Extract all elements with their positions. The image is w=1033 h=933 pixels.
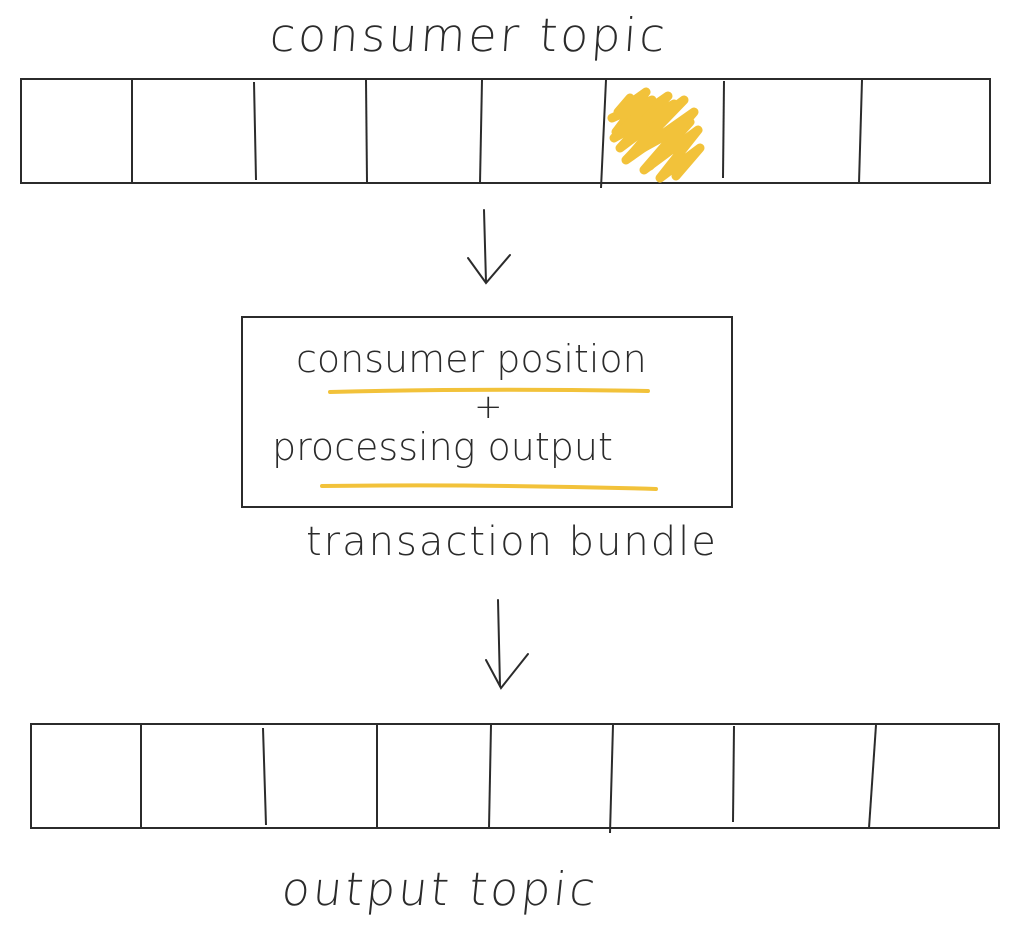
transaction-bundle-box bbox=[241, 316, 733, 508]
down-arrow-icon bbox=[467, 209, 511, 285]
processing-output-underline bbox=[320, 483, 658, 491]
consumer-divider bbox=[600, 79, 607, 189]
consumer-divider bbox=[479, 79, 483, 184]
consumer-position-underline bbox=[328, 387, 650, 394]
transaction-bundle-label: transaction bundle bbox=[306, 519, 718, 565]
processing-output-text: processing output bbox=[272, 425, 613, 469]
output-divider bbox=[732, 725, 735, 823]
highlighted-record-scribble bbox=[607, 87, 705, 183]
consumer-divider bbox=[858, 79, 863, 184]
output-topic-outline bbox=[30, 723, 1000, 829]
output-topic-log bbox=[30, 723, 1000, 834]
consumer-topic-log bbox=[20, 78, 991, 189]
consumer-topic-outline bbox=[20, 78, 991, 184]
output-topic-label: output topic bbox=[279, 862, 601, 916]
consumer-position-text: consumer position bbox=[296, 337, 647, 381]
plus-sign: + bbox=[474, 387, 505, 427]
output-divider bbox=[868, 724, 877, 829]
output-divider bbox=[488, 724, 492, 829]
consumer-divider bbox=[722, 80, 725, 179]
output-divider bbox=[609, 724, 614, 834]
output-divider bbox=[262, 727, 267, 826]
consumer-topic-label: consumer topic bbox=[268, 8, 670, 62]
consumer-divider bbox=[365, 79, 368, 183]
down-arrow-icon bbox=[485, 599, 529, 690]
consumer-divider bbox=[253, 81, 257, 181]
